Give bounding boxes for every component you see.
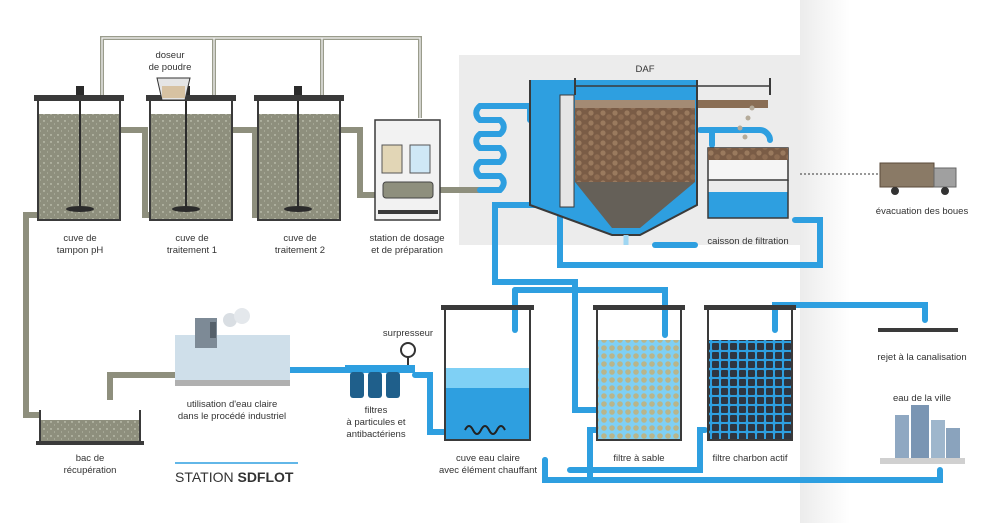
filtres-particules (345, 342, 416, 398)
filtre-charbon (704, 305, 796, 441)
caisson-filtration (707, 105, 789, 219)
label-filtres-1: filtres (365, 405, 388, 416)
label-station-dosage-1: station de dosage (369, 233, 444, 244)
label-rejet: rejet à la canalisation (877, 352, 966, 363)
label-doseur-2: de poudre (149, 62, 192, 73)
label-surpresseur: surpresseur (383, 328, 433, 339)
background-fade (800, 0, 850, 523)
bac-recuperation (36, 410, 144, 445)
label-filtre-sable: filtre à sable (613, 453, 664, 464)
filtre-sable (593, 305, 685, 441)
label-daf: DAF (636, 64, 655, 75)
label-filtre-charbon: filtre charbon actif (713, 453, 788, 464)
rejet-canalisation (878, 312, 958, 332)
daf-unit (529, 78, 771, 245)
label-cuve-t1-2: traitement 1 (167, 245, 217, 256)
label-caisson: caisson de filtration (707, 236, 788, 247)
station-title: STATION SDFLOT (175, 469, 294, 485)
label-cuve-ph-1: cuve de (63, 233, 96, 244)
factory-icon (175, 308, 290, 386)
cuve-eau-claire (441, 305, 534, 441)
label-doseur-1: doseur (155, 50, 184, 61)
cuve-traitement-2 (254, 86, 344, 221)
label-filtres-3: antibactériens (346, 429, 405, 440)
label-bac-1: bac de (76, 453, 105, 464)
truck-icon (800, 162, 957, 195)
label-cuve-claire-1: cuve eau claire (456, 453, 520, 464)
label-utilisation-2: dans le procédé industriel (178, 411, 286, 422)
label-station-dosage-2: et de préparation (371, 245, 443, 256)
label-cuve-claire-2: avec élément chauffant (439, 465, 537, 476)
label-evacuation: évacuation des boues (876, 206, 969, 217)
labels: doseur de poudre DAF cuve de tampon pH c… (57, 50, 969, 485)
city-icon (880, 405, 965, 464)
label-bac-2: récupération (64, 465, 117, 476)
label-cuve-t2-2: traitement 2 (275, 245, 325, 256)
label-cuve-ph-2: tampon pH (57, 245, 104, 256)
cuve-traitement-1 (146, 77, 236, 221)
label-utilisation-1: utilisation d'eau claire (187, 399, 278, 410)
station-dosage (374, 119, 441, 221)
label-cuve-t2-1: cuve de (283, 233, 316, 244)
label-cuve-t1-1: cuve de (175, 233, 208, 244)
station-title-prefix: STATION (175, 469, 237, 485)
label-filtres-2: à particules et (346, 417, 406, 428)
cuve-tampon-ph (34, 86, 124, 221)
station-title-name: SDFLOT (237, 469, 293, 485)
label-eau-ville: eau de la ville (893, 393, 951, 404)
